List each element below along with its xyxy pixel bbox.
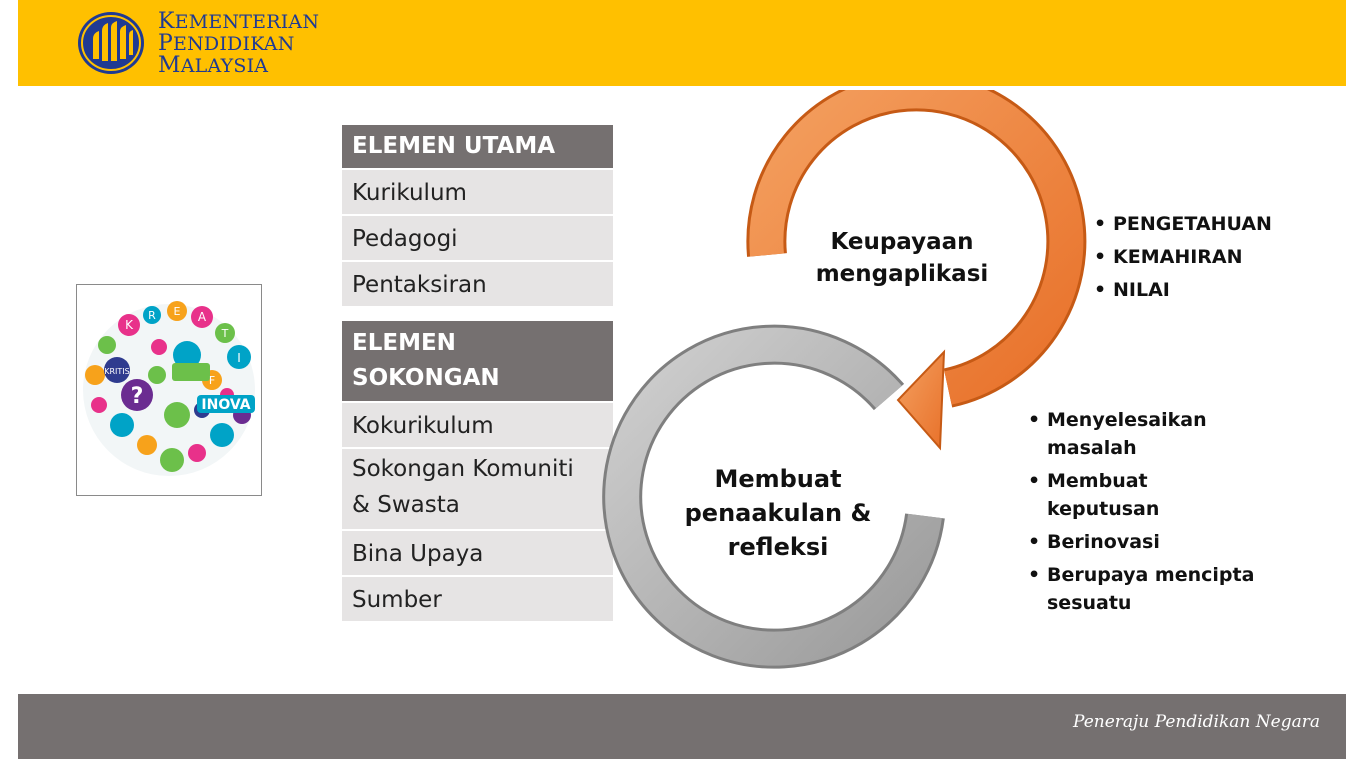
word-letter: I (237, 351, 241, 365)
skills-bullet-list: Menyelesaikan masalah Membuat keputusan … (1028, 406, 1278, 622)
table-row: Pedagogi (342, 214, 613, 260)
logo-line-1: KEMENTERIAN (158, 9, 320, 34)
creativity-illustration: K R E A T I F KRITIS INOVA ? (76, 284, 262, 496)
list-item: PENGETAHUAN (1094, 208, 1272, 241)
elemen-sokongan-heading: ELEMEN SOKONGAN (342, 321, 613, 401)
word-inova: INOVA (201, 397, 250, 413)
gray-cycle-arrow-fill (605, 327, 942, 666)
word-kritis: KRITIS (104, 367, 130, 376)
item-line: sesuatu (1047, 592, 1132, 614)
label-line: Keupayaan (830, 229, 974, 255)
list-item: KEMAHIRAN (1094, 241, 1272, 274)
label-line: penaakulan & (684, 499, 872, 527)
row-line: Sokongan Komuniti (352, 456, 574, 482)
question-mark: ? (131, 384, 144, 409)
orange-cycle-arrow-fill (749, 90, 1084, 405)
word-letter: A (198, 310, 207, 324)
label-line: refleksi (727, 533, 829, 561)
logo-line-3: MALAYSIA (158, 53, 269, 78)
word-letter: K (125, 318, 134, 332)
word-letter: R (148, 309, 156, 322)
cycle-label-top: Keupayaan mengaplikasi (790, 226, 1014, 290)
item-line: Membuat (1047, 470, 1148, 492)
elemen-sokongan-table: ELEMEN SOKONGAN Kokurikulum Sokongan Kom… (342, 321, 613, 621)
table-row: Sokongan Komuniti & Swasta (342, 447, 613, 529)
table-row: Kurikulum (342, 168, 613, 214)
footer-bar: Peneraju Pendidikan Negara (18, 694, 1346, 759)
header-bar (18, 0, 1346, 86)
logo-line-2: PENDIDIKAN (158, 31, 295, 56)
word-letter: E (174, 305, 181, 318)
item-line: masalah (1047, 437, 1137, 459)
table-row: Kokurikulum (342, 401, 613, 447)
row-line: & Swasta (352, 492, 460, 518)
heading-line: ELEMEN (352, 330, 456, 356)
item-line: keputusan (1047, 498, 1160, 520)
elemen-utama-table: ELEMEN UTAMA Kurikulum Pedagogi Pentaksi… (342, 125, 613, 306)
arrow-head-icon (896, 349, 946, 451)
footer-tagline: Peneraju Pendidikan Negara (1073, 712, 1320, 732)
word-letter: F (209, 374, 215, 387)
knowledge-bullet-list: PENGETAHUAN KEMAHIRAN NILAI (1094, 208, 1272, 307)
heading-line: SOKONGAN (352, 365, 500, 391)
list-item: Menyelesaikan masalah (1028, 406, 1278, 462)
item-line: Berinovasi (1047, 531, 1160, 553)
table-row: Sumber (342, 575, 613, 621)
cycle-label-bottom: Membuat penaakulan & refleksi (672, 462, 884, 564)
cycle-diagram (602, 90, 1087, 669)
ministry-logo-icon (78, 12, 144, 74)
item-line: Menyelesaikan (1047, 409, 1207, 431)
label-line: Membuat (714, 465, 842, 493)
word-letter: T (221, 327, 229, 340)
list-item: Berupaya mencipta sesuatu (1028, 561, 1278, 617)
list-item: NILAI (1094, 274, 1272, 307)
list-item: Membuat keputusan (1028, 467, 1278, 523)
table-row: Bina Upaya (342, 529, 613, 575)
label-line: mengaplikasi (815, 261, 989, 287)
list-item: Berinovasi (1028, 528, 1278, 556)
word-cloud-collage-icon: K R E A T I F KRITIS INOVA ? (83, 301, 255, 476)
elemen-utama-heading: ELEMEN UTAMA (342, 125, 613, 168)
ministry-name: KEMENTERIAN PENDIDIKAN MALAYSIA (158, 11, 319, 77)
table-row: Pentaksiran (342, 260, 613, 306)
item-line: Berupaya mencipta (1047, 564, 1255, 586)
